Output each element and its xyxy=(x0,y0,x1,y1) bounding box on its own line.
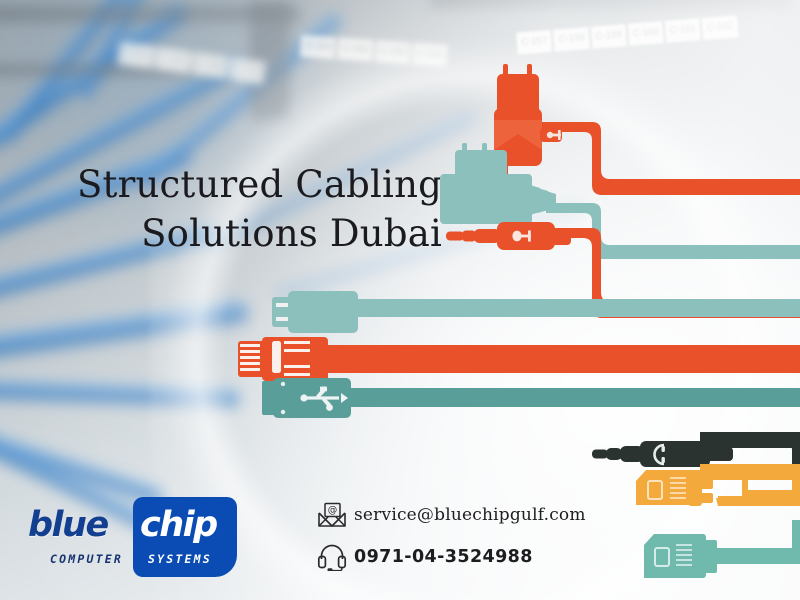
contact-row-email[interactable]: @ service@bluechipgulf.com xyxy=(310,494,586,536)
logo-blue-square xyxy=(133,497,237,577)
connector-rj45-ethernet-orange xyxy=(238,337,800,381)
contact-phone-value: 0971-04-3524988 xyxy=(354,547,533,567)
headline: Structured Cabling Solutions Dubai xyxy=(0,160,442,258)
logo-tagline-systems: SYSTEMS xyxy=(148,552,212,566)
svg-text:@: @ xyxy=(328,505,338,516)
connector-vga-db15-teal xyxy=(644,520,800,578)
connector-vga-db15-amber xyxy=(636,464,800,506)
connector-ps2-mini-din-teal xyxy=(272,291,800,333)
contact-email-value: service@bluechipgulf.com xyxy=(354,505,586,525)
headset-icon xyxy=(310,543,354,571)
logo-bluechip-computer-systems[interactable]: blue chip COMPUTER SYSTEMS xyxy=(22,497,237,579)
logo-word-blue: blue xyxy=(28,505,109,545)
headline-line-2: Solutions Dubai xyxy=(141,212,442,256)
connector-usb-type-a-teal xyxy=(262,378,800,418)
connector-audio-jack-3-5mm-dark xyxy=(592,432,800,470)
logo-word-chip: chip xyxy=(140,505,218,545)
logo-tagline-computer: COMPUTER xyxy=(50,552,123,566)
headline-line-1: Structured Cabling xyxy=(76,163,442,206)
envelope-at-icon: @ xyxy=(310,502,354,528)
connector-power-adapter-teal xyxy=(440,143,800,259)
contact-row-phone[interactable]: 0971-04-3524988 xyxy=(310,536,586,578)
contact-block: @ service@bluechipgulf.com 0971-04-35249… xyxy=(310,494,586,578)
connector-power-adapter-orange xyxy=(494,64,800,195)
